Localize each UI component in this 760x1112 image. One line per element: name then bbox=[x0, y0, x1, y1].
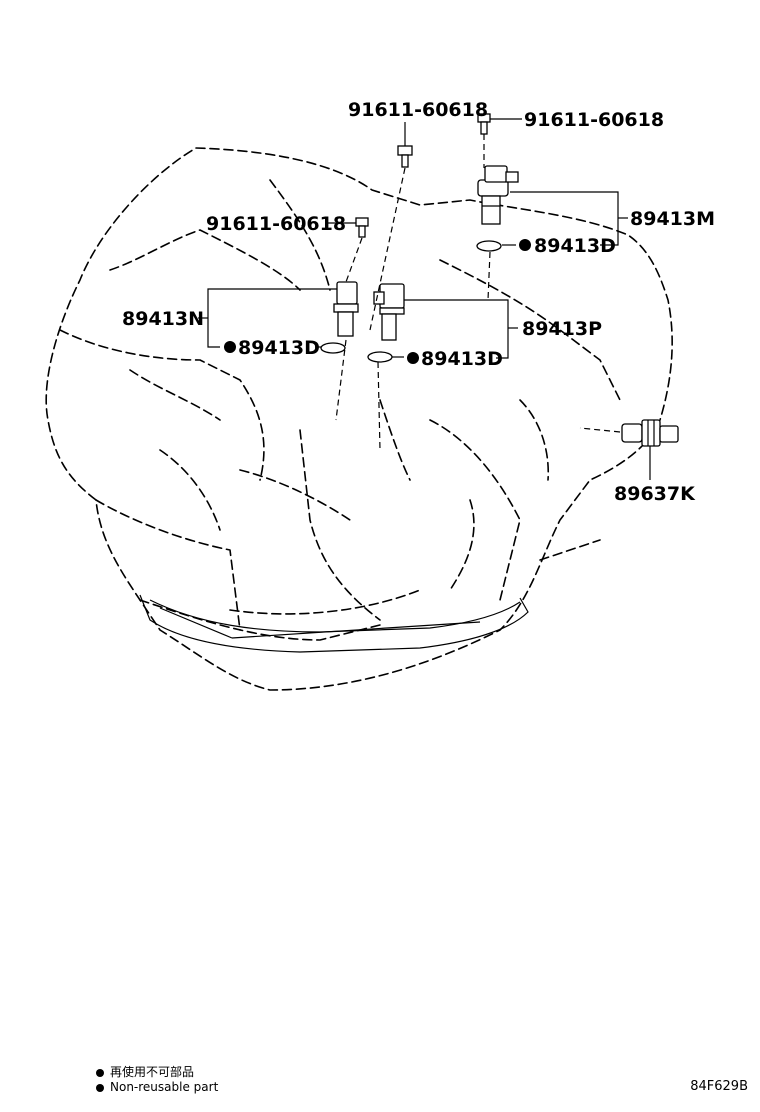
label-sensor-89413M: 89413M bbox=[630, 208, 715, 230]
transmission-housing bbox=[45, 147, 673, 691]
label-bolt-top-center: 91611-60618 bbox=[348, 99, 488, 121]
sensor-89413M bbox=[477, 165, 519, 225]
oring-89413D-left bbox=[320, 342, 346, 354]
label-sensor-89413P: 89413P bbox=[522, 318, 602, 340]
label-leaders bbox=[198, 118, 651, 480]
legend-line-en: Non-reusable part bbox=[96, 1080, 218, 1094]
label-sensor-89413N: 89413N bbox=[122, 308, 204, 330]
oring-89413D-right bbox=[476, 240, 502, 252]
oil-pan bbox=[139, 594, 529, 653]
label-oring-center: 89413D bbox=[421, 348, 503, 370]
label-speed-sensor: 89637K bbox=[614, 483, 696, 505]
legend-dot-icon bbox=[96, 1068, 104, 1077]
legend-line-cn: 再使用不可部品 bbox=[96, 1063, 194, 1080]
diagram-code: 84F629B bbox=[690, 1079, 748, 1094]
bolt-left bbox=[355, 217, 369, 238]
label-bolt-top-right: 91611-60618 bbox=[524, 109, 664, 131]
nonreusable-dot-left bbox=[224, 341, 236, 353]
installation-leaders bbox=[335, 134, 621, 451]
speed-sensor-89637K bbox=[621, 419, 679, 447]
legend-text-en: Non-reusable part bbox=[110, 1080, 219, 1094]
label-oring-right: 89413D bbox=[534, 235, 616, 257]
oring-89413D-center bbox=[367, 351, 393, 363]
nonreusable-dot-center bbox=[407, 352, 419, 364]
legend-dot-icon bbox=[96, 1083, 104, 1092]
sensor-89413N bbox=[333, 281, 359, 337]
sensor-89413P bbox=[373, 283, 405, 341]
label-oring-left: 89413D bbox=[238, 337, 320, 359]
nonreusable-dot-right bbox=[519, 239, 531, 251]
bolt-top-center bbox=[397, 145, 413, 168]
legend-text-cn: 再使用不可部品 bbox=[110, 1065, 195, 1079]
label-bolt-left: 91611-60618 bbox=[206, 213, 346, 235]
